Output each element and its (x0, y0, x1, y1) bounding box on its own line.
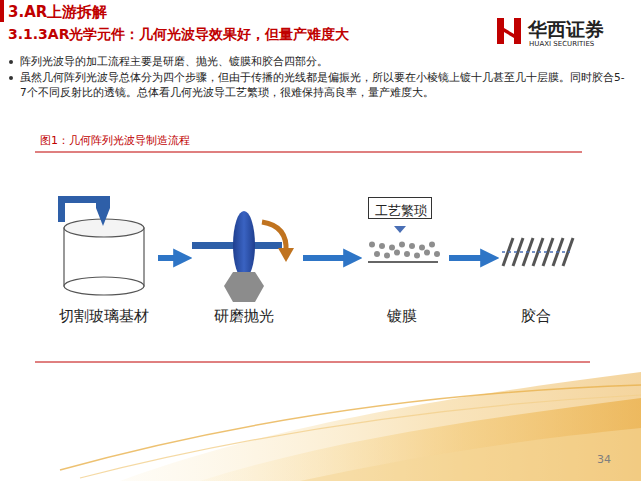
logo-name: 华西证券 (528, 16, 604, 44)
bullet-dot (9, 60, 13, 64)
process-step: 胶合 (496, 226, 576, 340)
figure-caption: 图1：几何阵列光波导制造流程 (40, 133, 190, 148)
page-number: 34 (597, 452, 611, 468)
step-label: 研磨抛光 (214, 307, 274, 326)
process-step: 研磨抛光 (189, 190, 299, 340)
process-step: 切割玻璃基材 (54, 190, 154, 340)
figure-rule (35, 362, 590, 363)
logo-mark (497, 18, 521, 44)
slide-subtitle: 3.1.3AR光学元件：几何光波导效果好，但量产难度大 (8, 24, 349, 44)
flow-arrow (449, 255, 484, 261)
slide-title: 3.AR上游拆解 (8, 3, 107, 22)
callout-text: 工艺繁琐 (375, 203, 427, 219)
step-label: 胶合 (521, 307, 551, 326)
bullet-text: 阵列光波导的加工流程主要是研磨、抛光、镀膜和胶合四部分。 (20, 54, 630, 69)
caption-rule (35, 151, 582, 152)
callout-pointer (394, 226, 406, 233)
flow-arrow (158, 255, 177, 261)
process-step: 镀膜 (359, 236, 445, 340)
gold-wave-decoration (60, 372, 641, 481)
callout-box: 工艺繁琐 (368, 197, 432, 219)
logo-english: HUAXI SECURITIES (529, 39, 594, 49)
bullet-dot (9, 76, 13, 80)
step-label: 镀膜 (387, 307, 417, 326)
bullet-text: 虽然几何阵列光波导总体分为四个步骤，但由于传播的光线都是偏振光，所以要在小棱镜上… (20, 70, 630, 100)
gluing-illustration (502, 238, 573, 266)
header-bar (0, 0, 4, 22)
coating-illustration (368, 226, 440, 262)
polishing-illustration (192, 211, 294, 302)
cutting-illustration (58, 196, 144, 295)
step-label: 切割玻璃基材 (59, 307, 149, 326)
flow-arrow (303, 255, 347, 261)
